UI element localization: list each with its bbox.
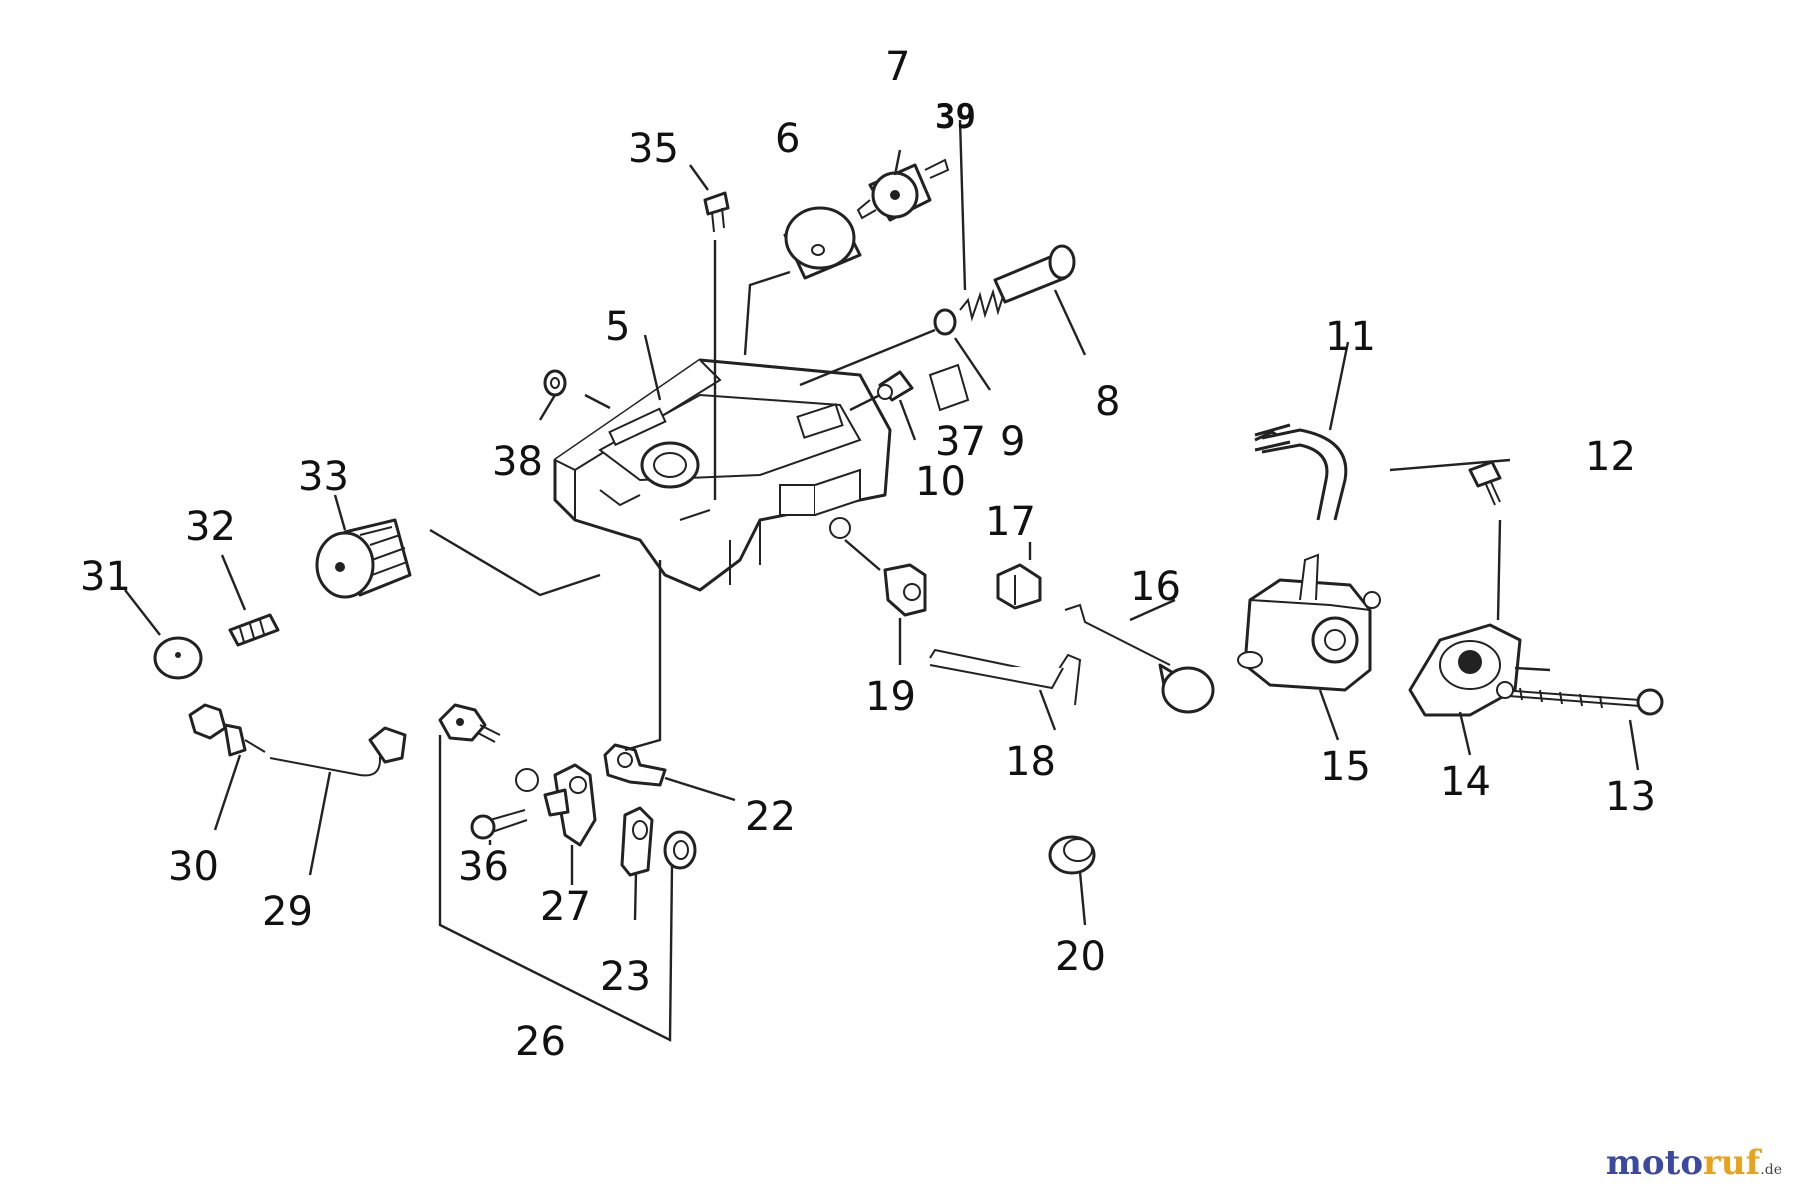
label-part-26: 26 [515,1019,566,1065]
label-part-35: 35 [628,126,679,172]
part-30-connector [188,703,266,757]
label-part-9: 9 [1000,419,1025,465]
watermark-letter: m [1605,1143,1642,1183]
watermark-tld: .de [1760,1162,1782,1178]
label-part-10: 10 [915,459,966,505]
part-22-plate [603,743,667,787]
part-18-throttle-rod [929,648,1082,706]
part-35-screw [703,191,730,233]
watermark-letter: o [1680,1143,1703,1183]
label-part-39: 39 [935,97,976,137]
label-part-12: 12 [1585,434,1636,480]
label-part-20: 20 [1055,934,1106,980]
part-9-ring [933,308,957,336]
part-12-screw [1468,460,1502,506]
part-11-hose [1254,423,1348,521]
part-19-bracket [883,563,927,617]
part-17-clip [996,563,1042,610]
part-37-gasket [928,363,970,412]
watermark-logo-text: motoruf [1606,1143,1760,1183]
label-part-15: 15 [1320,744,1371,790]
part-26-switch-assembly [438,703,501,743]
label-part-14: 14 [1440,759,1491,805]
label-part-17: 17 [985,499,1036,545]
watermark-letter: r [1703,1143,1721,1183]
part-38-nut [543,369,567,397]
part-7-switch [856,158,950,222]
label-part-36: 36 [458,844,509,890]
watermark-letter: f [1745,1143,1761,1183]
part-23-washer-plate [620,806,654,877]
part-32-bolt [228,613,280,647]
motoruf-watermark: motoruf.de [1606,1143,1782,1183]
part-29-wire [269,726,407,777]
label-part-6: 6 [775,116,800,162]
watermark-letter: t [1664,1143,1681,1183]
part-33-damper [315,518,412,599]
label-part-29: 29 [262,889,313,935]
label-part-18: 18 [1005,739,1056,785]
watermark-letter: o [1641,1143,1665,1183]
label-part-27: 27 [540,884,591,930]
part-36-screw [470,809,528,840]
part-6-cylinder [783,206,862,280]
label-part-31: 31 [80,554,131,600]
label-part-38: 38 [492,439,543,485]
part-27-switch-bracket [515,763,597,847]
part-20-cap [1048,835,1096,875]
leader-lines [124,119,1640,1042]
label-part-32: 32 [185,504,236,550]
label-part-11: 11 [1325,314,1376,360]
part-8-pin [993,244,1076,304]
part-15-carburetor [1237,553,1381,692]
label-part-30: 30 [168,844,219,890]
part-10-plug [877,370,914,402]
label-part-5: 5 [605,304,630,350]
part-26-nut [663,830,697,870]
part-31-cap [153,636,203,680]
part-5-main-frame [553,358,892,592]
label-part-13: 13 [1605,774,1656,820]
label-part-8: 8 [1095,379,1120,425]
label-part-23: 23 [600,954,651,1000]
label-part-19: 19 [865,674,916,720]
label-part-7: 7 [885,44,910,90]
label-part-22: 22 [745,794,796,840]
part-labels: 5 6 7 8 9 10 11 12 13 14 15 16 17 18 19 … [80,44,1656,1065]
label-part-33: 33 [298,454,349,500]
watermark-letter: u [1720,1143,1746,1183]
part-39-spring [959,288,1006,322]
part-14-cover [1408,623,1522,717]
part-16-choke-rod [1064,603,1215,714]
label-part-37: 37 [935,419,986,465]
label-part-16: 16 [1130,564,1181,610]
